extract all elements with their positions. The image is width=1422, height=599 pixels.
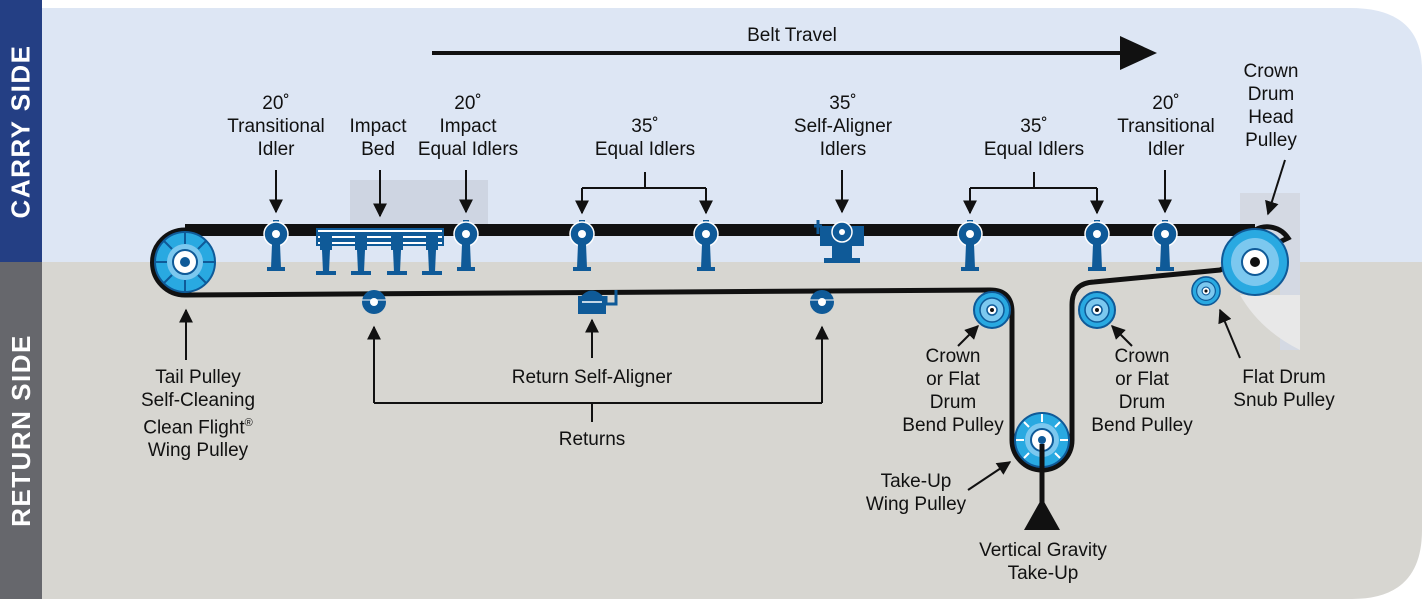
head-chute-lower bbox=[1240, 295, 1300, 350]
label-line: Tail Pulley bbox=[155, 367, 241, 388]
label-line: Equal Idlers bbox=[417, 139, 519, 160]
snub-pulley-label: Flat Drum Snub Pulley bbox=[1233, 366, 1334, 412]
tail-wing-pulley bbox=[154, 231, 216, 293]
label-line: Crown bbox=[1114, 346, 1170, 367]
self-aligner-idler bbox=[814, 220, 864, 263]
label-line: Equal Idlers bbox=[594, 139, 696, 160]
take-up-wing-pulley-label: Take-Up Wing Pulley bbox=[866, 470, 966, 516]
label-line: Pulley bbox=[1245, 130, 1297, 151]
label-line: Take-Up bbox=[880, 471, 952, 492]
transitional-idler-left-label: 20˚ Transitional Idler bbox=[227, 92, 325, 161]
registered-mark: ® bbox=[244, 417, 253, 429]
degree-text: 35˚ bbox=[1020, 116, 1048, 137]
label-line: Idler bbox=[257, 139, 295, 160]
impact-equal-idlers-label: 20˚ Impact Equal Idlers bbox=[418, 92, 518, 161]
equal-idlers-left-label: 35˚ Equal Idlers bbox=[595, 115, 695, 161]
label-line: Drum bbox=[1247, 84, 1295, 105]
label-line: Take-Up bbox=[1007, 563, 1079, 584]
label-line: Bend Pulley bbox=[902, 415, 1004, 436]
label-line: Wing Pulley bbox=[147, 440, 249, 462]
label-line: Snub Pulley bbox=[1233, 390, 1335, 411]
label-line: Self-Cleaning bbox=[140, 390, 256, 411]
label-line: Head bbox=[1248, 107, 1294, 128]
bend-pulley-right-label: Crown or Flat Drum Bend Pulley bbox=[1091, 345, 1192, 437]
callout-arrows bbox=[179, 159, 1286, 491]
label-line: Self-Aligner bbox=[793, 116, 893, 137]
returns-label: Returns bbox=[558, 429, 626, 450]
label-line: or Flat bbox=[1115, 369, 1169, 390]
degree-text: 35˚ bbox=[631, 116, 659, 137]
self-aligner-idlers-label: 35˚ Self-Aligner Idlers bbox=[794, 92, 892, 161]
vertical-gravity-take-up-label: Vertical Gravity Take-Up bbox=[979, 539, 1107, 585]
bend-pulley-right bbox=[1078, 291, 1116, 329]
label-line: or Flat bbox=[926, 369, 980, 390]
label-line: Drum bbox=[1118, 392, 1166, 413]
label-line: Impact bbox=[439, 116, 497, 137]
return-self-aligner bbox=[578, 290, 618, 314]
label-line: Bend Pulley bbox=[1091, 415, 1193, 436]
label-line: Crown bbox=[925, 346, 981, 367]
tail-pulley-label: Tail Pulley Self-Cleaning Clean Flight® … bbox=[141, 366, 255, 462]
label-line: Impact bbox=[349, 116, 407, 137]
degree-text: 35˚ bbox=[829, 93, 857, 114]
label-line: Idlers bbox=[819, 139, 867, 160]
snub-pulley bbox=[1191, 276, 1221, 306]
impact-bed bbox=[316, 228, 444, 275]
label-line: Transitional bbox=[227, 116, 325, 137]
bend-pulley-left-label: Crown or Flat Drum Bend Pulley bbox=[902, 345, 1003, 437]
gravity-take-up-weight bbox=[1024, 498, 1060, 530]
label-line: Clean Flight® bbox=[141, 412, 255, 439]
label-line: Flat Drum bbox=[1242, 367, 1326, 388]
bend-pulley-left bbox=[973, 291, 1011, 329]
return-roller-right bbox=[809, 289, 835, 315]
label-line: Idler bbox=[1147, 139, 1185, 160]
return-roller-left bbox=[361, 289, 387, 315]
degree-text: 20˚ bbox=[454, 93, 482, 114]
carry-side-text: CARRY SIDE bbox=[5, 44, 36, 218]
label-line: Bed bbox=[361, 139, 395, 160]
label-line: Wing Pulley bbox=[865, 494, 967, 515]
label-line: Transitional bbox=[1117, 116, 1215, 137]
degree-text: 20˚ bbox=[262, 93, 290, 114]
label-line: Crown bbox=[1243, 61, 1299, 82]
return-side-text: RETURN SIDE bbox=[5, 334, 36, 527]
degree-text: 20˚ bbox=[1152, 93, 1180, 114]
impact-bed-label: Impact Bed bbox=[349, 115, 406, 161]
return-side-label: RETURN SIDE bbox=[0, 262, 42, 599]
head-drum-pulley bbox=[1221, 228, 1289, 296]
label-line: Equal Idlers bbox=[983, 139, 1085, 160]
transitional-idler-right-label: 20˚ Transitional Idler bbox=[1117, 92, 1215, 161]
return-self-aligner-label: Return Self-Aligner bbox=[511, 367, 673, 388]
return-side-background bbox=[42, 262, 1422, 599]
label-line: Vertical Gravity bbox=[979, 540, 1107, 561]
belt-travel-label: Belt Travel bbox=[747, 25, 837, 46]
head-pulley-label: Crown Drum Head Pulley bbox=[1244, 60, 1299, 152]
take-up-wing-pulley bbox=[1014, 412, 1070, 468]
equal-idlers-right-label: 35˚ Equal Idlers bbox=[984, 115, 1084, 161]
label-text: Clean Flight bbox=[143, 417, 245, 439]
belt-loop bbox=[150, 224, 1292, 473]
carry-side-label: CARRY SIDE bbox=[0, 0, 42, 262]
belt-travel-arrowhead bbox=[1120, 36, 1157, 70]
label-line: Drum bbox=[929, 392, 977, 413]
